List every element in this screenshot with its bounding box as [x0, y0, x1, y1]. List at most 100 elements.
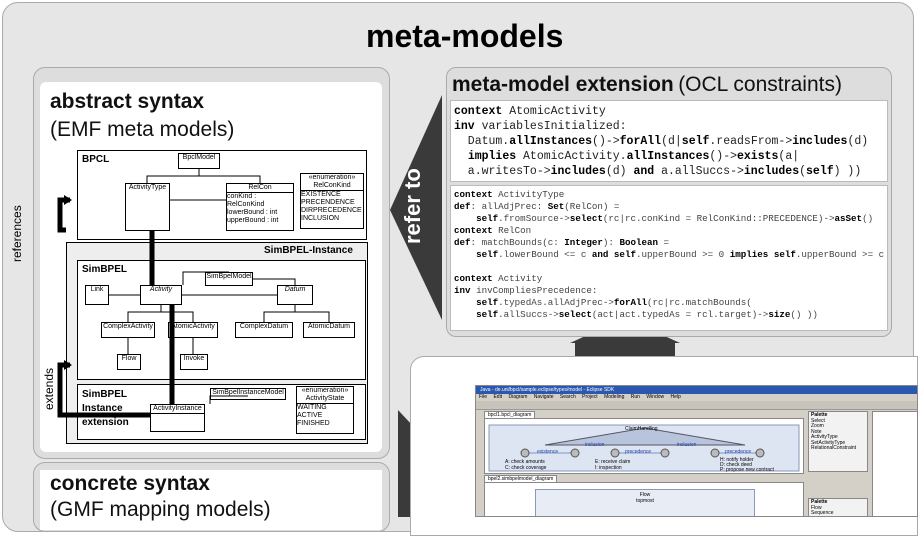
- instance-extension-label-1: SimBPEL: [82, 389, 128, 400]
- canvas-1-note: P: propose new contract: [720, 467, 774, 473]
- bpcl-label: BPCL: [82, 154, 110, 165]
- menu-diagram[interactable]: Diagram: [508, 394, 528, 400]
- concrete-syntax-title: concrete syntax: [50, 472, 210, 495]
- enum-stereotype: «enumeration»: [308, 174, 356, 181]
- diagram-canvas-1: ClaimHandling existence inclusion preced…: [484, 418, 804, 474]
- bpcl-model-class: BpclModel: [178, 153, 220, 169]
- relcon-attr: lowerBound : int: [227, 209, 278, 216]
- canvas-1-note: I: inspection: [595, 465, 622, 471]
- atomic-activity-class: AtomicActivity: [168, 322, 218, 338]
- activity-type-class: ActivityType: [125, 183, 170, 231]
- bpcl-model-name: BpclModel: [182, 154, 216, 161]
- ocl-line: Datum.allInstances()->forAll(d|self.read…: [454, 135, 869, 148]
- canvas-1-note: C: check coverage: [505, 465, 547, 471]
- complex-activity-class: ComplexActivity: [101, 322, 155, 338]
- menu-edit[interactable]: Edit: [493, 394, 503, 400]
- enum-stereotype: «enumeration»: [301, 387, 349, 394]
- ocl-line: def: matchBounds(c: Integer): Boolean =: [454, 237, 670, 248]
- palette-2: Palette Flow Sequence: [808, 498, 868, 516]
- enum-value: INCLUSION: [301, 215, 340, 222]
- menu-file[interactable]: File: [479, 394, 488, 400]
- activity-name: Activity: [149, 286, 173, 293]
- ocl-line: inv variablesInitialized:: [454, 120, 627, 133]
- menu-window[interactable]: Window: [646, 394, 665, 400]
- ocl-line: a.writesTo->includes(d) and a.allSuccs->…: [454, 165, 862, 178]
- enum-value: EXISTENCE: [301, 191, 341, 198]
- outline-view: [872, 411, 917, 516]
- instance-extension-label-3: extension: [82, 417, 129, 428]
- relcon-attr: upperBound : int: [227, 217, 279, 224]
- refer-to-arrow: [390, 95, 442, 320]
- enum-name: ActivityState: [297, 395, 353, 404]
- canvas-1-label: inclusion: [677, 442, 697, 448]
- ocl-line: inv invCompliesPrecedence:: [454, 285, 598, 296]
- ocl-line: self.allSuccs->select(act|act.typedAs = …: [476, 309, 818, 320]
- diagram-canvas-2: Flow topmost: [484, 482, 804, 516]
- canvas-1-note: E: receive claim: [595, 459, 631, 465]
- canvas-1-graphics: [488, 424, 800, 472]
- palette-1: Palette Select Zoom Note ActivityType Se…: [808, 411, 868, 472]
- palette-item-zoom[interactable]: Zoom: [811, 423, 824, 429]
- palette-1-title: Palette: [811, 412, 828, 418]
- complex-activity-name: ComplexActivity: [103, 323, 153, 330]
- relcon-attr: RelConKind: [227, 201, 265, 208]
- canvas-1-label: existence: [537, 449, 559, 455]
- main-title: meta-models: [366, 18, 564, 54]
- relconkind-enum: «enumeration» RelConKind EXISTENCE PRECE…: [300, 173, 364, 229]
- simbpel-model-name: SimBpelModel: [206, 273, 252, 280]
- ocl-line: context Activity: [454, 273, 543, 284]
- enum-value: PRECENDENCE: [301, 199, 355, 206]
- menu-modeling[interactable]: Modeling: [604, 394, 625, 400]
- canvas-1-label: inclusion: [585, 442, 605, 448]
- activity-state-enum: «enumeration» ActivityState WAITING ACTI…: [296, 386, 354, 434]
- menu-navigate[interactable]: Navigate: [533, 394, 554, 400]
- link-class: Link: [85, 285, 109, 305]
- instance-extension-label-2: Instance: [82, 403, 123, 414]
- ocl-line: def: allAdjPrec: Set(RelCon) =: [454, 201, 620, 212]
- window-title-bar: Java - de.uni/bpcl/sample.eclipse/types/…: [476, 386, 917, 394]
- extension-title-row: meta-model extension (OCL constraints): [452, 73, 842, 97]
- flow-node-title: Flow: [639, 492, 651, 498]
- activity-class: Activity: [140, 285, 182, 305]
- palette-item-relationalconstraint[interactable]: RelationalConstraint: [811, 445, 857, 451]
- palette-item-flow[interactable]: Flow: [811, 504, 822, 511]
- relcon-class: RelCon conKind : RelConKind lowerBound :…: [226, 183, 294, 231]
- flow-node: Flow topmost: [535, 489, 755, 516]
- instance-model-class: SimBpelInstanceModel: [210, 388, 286, 400]
- uml-connectors: [57, 169, 330, 418]
- extension-title: meta-model extension: [452, 73, 674, 96]
- menu-run[interactable]: Run: [630, 394, 640, 400]
- palette-item-note[interactable]: Note: [811, 428, 822, 435]
- palette-item-activitytype[interactable]: ActivityType: [811, 434, 838, 440]
- palette-item-sequence[interactable]: Sequence: [811, 510, 834, 516]
- canvas-1-label: precedence: [725, 449, 752, 455]
- palette-item-setactivitytype[interactable]: SetActivityType: [811, 439, 846, 446]
- simbpel-label: SimBPEL: [82, 264, 128, 275]
- invoke-name: Invoke: [183, 355, 205, 362]
- ocl-line: self.typedAs.allAdjPrec->forAll(rc|rc.ma…: [476, 297, 752, 308]
- activity-type-name: ActivityType: [128, 184, 167, 191]
- canvas-1-title: ClaimHandling: [625, 426, 658, 432]
- menu-help[interactable]: Help: [670, 394, 681, 400]
- canvas-1-label: precedence: [625, 449, 652, 455]
- menu-project[interactable]: Project: [582, 394, 598, 400]
- canvas-1-note: A: check amounts: [505, 459, 545, 465]
- palette-item-select[interactable]: Select: [811, 417, 825, 424]
- instance-model-name: SimBpelInstanceModel: [212, 389, 284, 396]
- enum-value: ACTIVE: [297, 412, 323, 419]
- abstract-syntax-title: abstract syntax: [50, 90, 205, 113]
- relcon-name: RelCon: [227, 184, 293, 193]
- enum-value: WAITING: [297, 404, 327, 411]
- ocl-line: implies AtomicActivity.allInstances()->e…: [467, 150, 800, 163]
- ocl-line: context RelCon: [454, 225, 532, 236]
- enum-name: RelConKind: [301, 182, 363, 191]
- menu-search[interactable]: Search: [559, 394, 576, 400]
- activity-instance-class: ActivityInstance: [150, 404, 205, 432]
- atomic-activity-name: AtomicActivity: [171, 323, 215, 330]
- atomic-datum-class: AtomicDatum: [303, 322, 355, 338]
- flow-class: Flow: [117, 354, 141, 370]
- invoke-class: Invoke: [180, 354, 208, 370]
- canvas-1-note: H: notify holder: [720, 457, 754, 463]
